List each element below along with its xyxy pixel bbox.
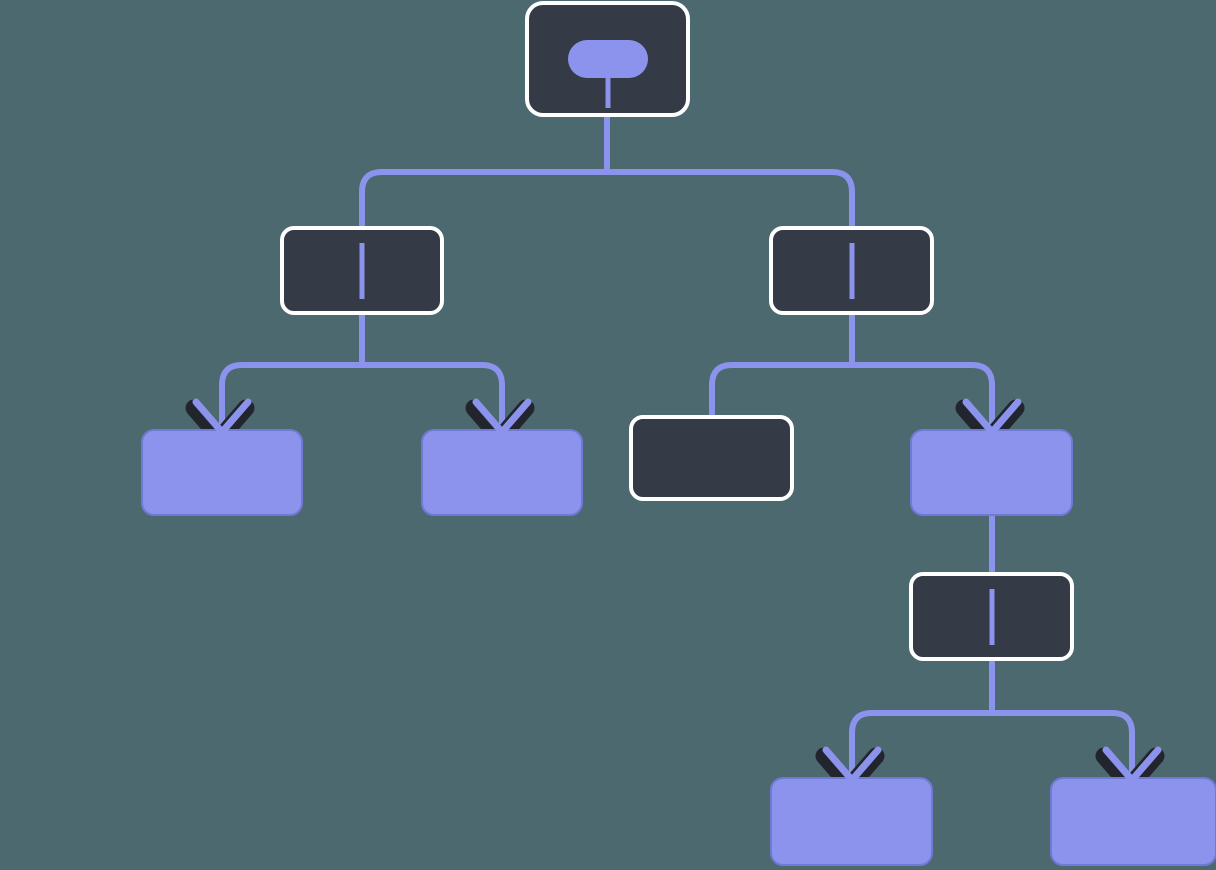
arrowheads-layer [192, 398, 1162, 786]
node-glyphs-layer [359, 40, 995, 645]
edge-level3-to-leaf-a [849, 710, 992, 780]
level2-dark-node[interactable] [629, 415, 794, 501]
level2-purple-branch-node[interactable] [910, 429, 1073, 516]
level4-leaf-a[interactable] [770, 777, 933, 866]
root-pill-icon [568, 40, 648, 78]
edge-level1-left-to-leaf-b-arrowhead [472, 398, 532, 438]
edge-level3-to-leaf-a-arrowhead [822, 746, 882, 786]
edge-level1-left-to-leaf-a [219, 362, 362, 432]
edge-level1-right-to-purple [852, 362, 995, 432]
edge-root-to-level1-left [359, 169, 607, 313]
level2-leaf-b[interactable] [421, 429, 583, 516]
edge-level1-right-to-purple-arrowhead [962, 398, 1022, 438]
edge-level1-left-to-leaf-b [362, 362, 505, 432]
edge-level3-to-leaf-b-arrowhead [1102, 746, 1162, 786]
level2-leaf-a[interactable] [141, 429, 303, 516]
edge-level1-left-to-leaf-a-arrowhead [192, 398, 252, 438]
level4-leaf-b[interactable] [1050, 777, 1216, 866]
edges-layer [219, 35, 1135, 780]
nodes-layer [141, 1, 1216, 866]
edge-level1-right-to-dark [709, 362, 852, 419]
edge-level3-to-leaf-b [992, 710, 1135, 780]
edge-root-to-level1-right [607, 169, 855, 313]
